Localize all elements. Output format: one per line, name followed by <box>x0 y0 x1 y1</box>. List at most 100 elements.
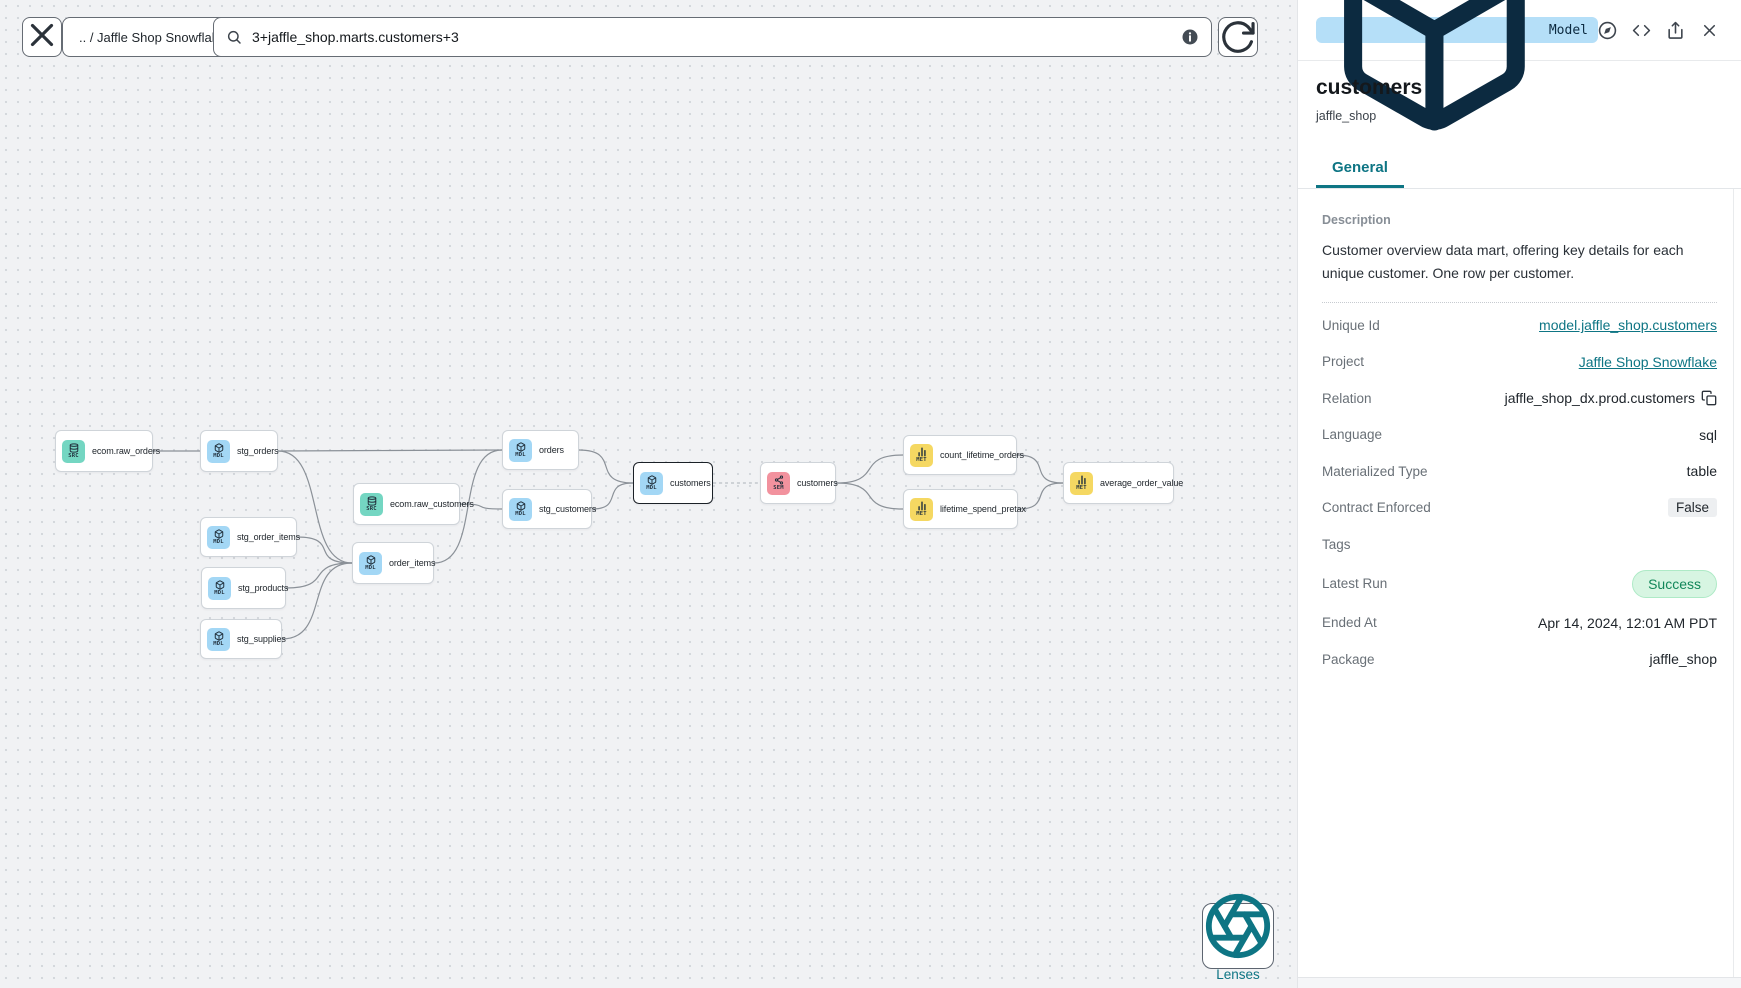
detail-label: Language <box>1322 427 1383 443</box>
cube-icon <box>1326 0 1543 138</box>
detail-value: jaffle_shop_dx.prod.customers <box>1504 390 1695 407</box>
panel-header: Model <box>1298 0 1741 131</box>
explore-lineage-icon[interactable] <box>1598 21 1617 40</box>
detail-row-package: Package jaffle_shop <box>1316 641 1717 678</box>
divider <box>1322 302 1717 303</box>
detail-row-project: Project Jaffle Shop Snowflake <box>1316 344 1717 381</box>
node-label: lifetime_spend_pretax <box>940 504 1026 514</box>
node-label: orders <box>539 445 564 455</box>
database-icon: SRC <box>360 492 383 516</box>
node-kind-tag: MET <box>1076 485 1087 491</box>
copy-icon[interactable] <box>1701 390 1717 406</box>
close-panel-icon[interactable] <box>1700 21 1719 40</box>
detail-row-language: Language sql <box>1316 417 1717 454</box>
node-kind-tag: MDL <box>515 511 526 517</box>
detail-value: jaffle_shop <box>1649 651 1717 668</box>
details-panel: Model customers jaffle_shop General Desc… <box>1297 0 1741 988</box>
lineage-node-stg_customers[interactable]: MDL stg_customers <box>502 489 596 529</box>
scrollbar-track[interactable] <box>1733 189 1734 977</box>
close-icon <box>23 16 61 59</box>
detail-label: Latest Run <box>1322 576 1388 591</box>
lineage-search <box>213 17 1212 57</box>
node-label: stg_customers <box>539 504 597 514</box>
lenses-button[interactable]: Lenses <box>1202 893 1274 982</box>
edge-stg_orders-to-orders <box>277 449 503 452</box>
metric-icon: MET <box>1070 471 1093 495</box>
detail-row-tags: Tags <box>1316 526 1717 563</box>
node-kind-tag: MET <box>916 511 927 517</box>
breadcrumb[interactable]: .. / Jaffle Shop Snowflake <box>62 17 243 57</box>
share-icon[interactable] <box>1666 21 1685 40</box>
cube-icon: MDL <box>207 439 230 463</box>
node-label: ecom.raw_orders <box>92 446 161 456</box>
lineage-node-raw_customers[interactable]: SRC ecom.raw_customers <box>353 483 474 525</box>
detail-label: Project <box>1322 354 1365 370</box>
node-label: order_items <box>389 558 436 568</box>
lineage-node-count_lifetime_orders[interactable]: MET count_lifetime_orders <box>903 435 1024 475</box>
panel-tabs: General <box>1298 149 1741 189</box>
cube-icon: MDL <box>640 471 663 495</box>
node-kind-tag: MDL <box>646 485 657 491</box>
cube-icon: MDL <box>359 551 382 575</box>
node-kind-tag: MDL <box>515 452 526 458</box>
detail-link[interactable]: Jaffle Shop Snowflake <box>1578 353 1717 370</box>
close-lineage-button[interactable] <box>22 17 62 57</box>
view-code-icon[interactable] <box>1632 21 1651 40</box>
detail-label: Unique Id <box>1322 317 1380 333</box>
lineage-node-orders[interactable]: MDL orders <box>502 430 579 470</box>
node-label: average_order_value <box>1100 478 1184 488</box>
status-badge: Success <box>1632 569 1717 598</box>
contract-badge: False <box>1667 498 1717 518</box>
edge-order_items-to-orders <box>433 449 503 564</box>
semantic-model-icon: SEM <box>767 471 790 495</box>
node-label: count_lifetime_orders <box>940 450 1024 460</box>
edge-raw_customers-to-stg_customers <box>459 503 503 510</box>
node-label: stg_supplies <box>237 634 286 644</box>
lineage-edges <box>152 449 1064 640</box>
node-label: ecom.raw_customers <box>390 499 474 509</box>
lineage-toolbar: .. / Jaffle Shop Snowflake <box>0 0 1297 74</box>
package-subtitle: jaffle_shop <box>1316 109 1377 123</box>
breadcrumb-label: .. / Jaffle Shop Snowflake <box>79 29 226 45</box>
edge-lifetime_spend_pretax-to-average_order_value <box>1017 482 1064 510</box>
node-label: stg_order_items <box>237 532 301 542</box>
search-input[interactable] <box>252 29 1181 45</box>
resource-type-badge: Model <box>1316 0 1598 131</box>
detail-label: Package <box>1322 651 1375 667</box>
page-title: customers <box>1316 76 1423 99</box>
edge-stg_products-to-order_items <box>285 562 353 589</box>
panel-footer <box>1298 977 1741 988</box>
node-kind-tag: MET <box>916 457 927 463</box>
detail-label: Tags <box>1322 536 1351 552</box>
lineage-node-lifetime_spend_pretax[interactable]: MET lifetime_spend_pretax <box>903 489 1026 529</box>
edge-stg_customers-to-customers <box>591 482 634 510</box>
detail-link[interactable]: model.jaffle_shop.customers <box>1539 317 1717 334</box>
detail-label: Ended At <box>1322 615 1377 631</box>
lineage-node-average_order_value[interactable]: MET average_order_value <box>1063 462 1183 504</box>
node-kind-tag: MDL <box>365 565 376 571</box>
lineage-node-order_items[interactable]: MDL order_items <box>352 542 436 584</box>
metric-icon: MET <box>910 443 933 467</box>
detail-row-latest-run: Latest Run Success <box>1316 563 1717 605</box>
node-kind-tag: SRC <box>366 506 377 512</box>
info-icon[interactable] <box>1181 28 1199 46</box>
tab-general[interactable]: General <box>1316 149 1404 188</box>
edge-sem_customers-to-lifetime_spend_pretax <box>835 482 904 510</box>
lineage-node-raw_orders[interactable]: SRC ecom.raw_orders <box>55 430 160 472</box>
panel-body: Description Customer overview data mart,… <box>1298 189 1741 977</box>
detail-value: Apr 14, 2024, 12:01 AM PDT <box>1538 614 1717 631</box>
detail-value: sql <box>1699 426 1717 443</box>
refresh-button[interactable] <box>1218 17 1258 57</box>
description-text: Customer overview data mart, offering ke… <box>1322 242 1684 281</box>
node-kind-tag: SRC <box>68 453 79 459</box>
refresh-icon <box>1219 18 1257 56</box>
resource-type-label: Model <box>1548 22 1588 38</box>
